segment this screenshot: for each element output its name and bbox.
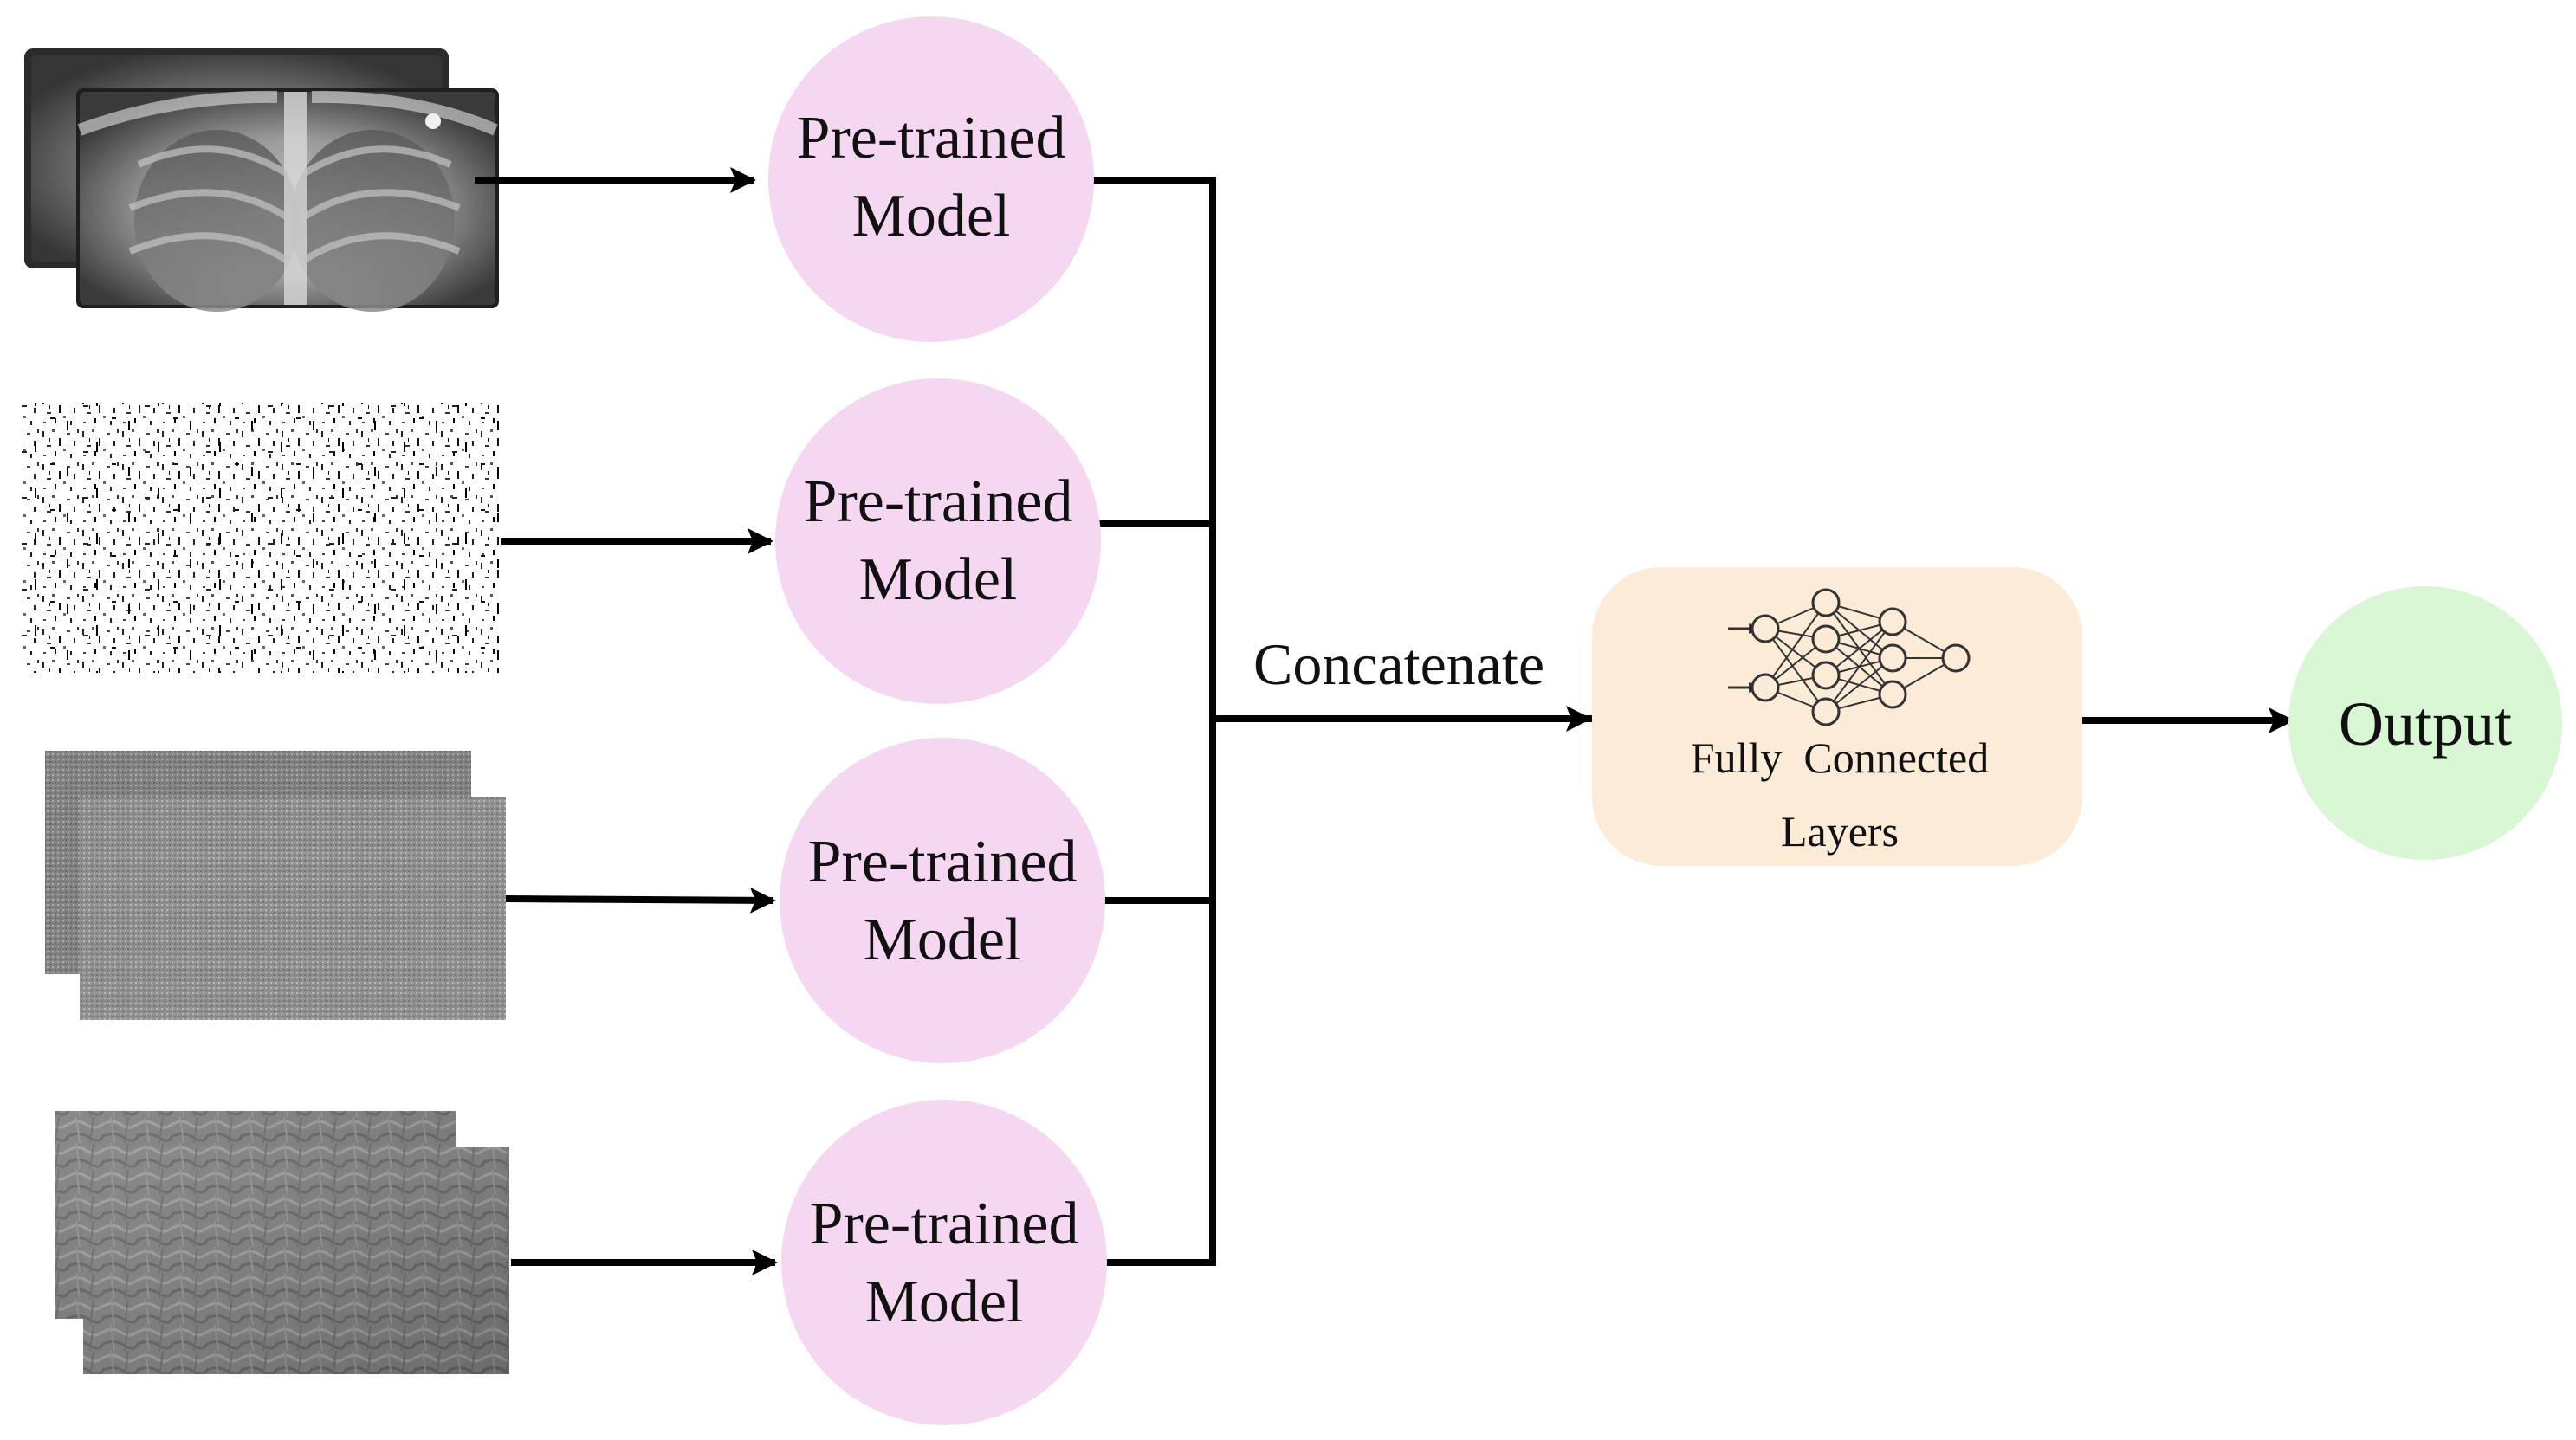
model-label-line2: Model [859, 546, 1018, 613]
pretrained-model-2: Pre-trained Model [775, 378, 1101, 704]
pretrained-model-4: Pre-trained Model [781, 1100, 1107, 1425]
fc-label-line2: Layers [1781, 807, 1899, 856]
arrow-input-3 [505, 887, 776, 914]
input-image-fine-texture [45, 751, 506, 1020]
input-image-xray [24, 48, 499, 312]
input-arrows [475, 167, 778, 1275]
model-label-line1: Pre-trained [797, 105, 1066, 171]
model-label-line2: Model [864, 907, 1022, 973]
input-image-coarse-texture [55, 1111, 509, 1374]
model-label-line1: Pre-trained [810, 1191, 1079, 1257]
concatenate-connectors [1088, 177, 1593, 1266]
model-label-line2: Model [852, 183, 1011, 249]
pretrained-model-3: Pre-trained Model [780, 738, 1105, 1063]
model-label-line1: Pre-trained [804, 468, 1073, 535]
concatenate-label: Concatenate [1253, 631, 1544, 697]
fc-label-line1: Fully Connected [1691, 733, 1989, 782]
pretrained-model-1: Pre-trained Model [768, 16, 1094, 342]
output-label: Output [2339, 689, 2512, 759]
input-image-sparse-noise [21, 403, 499, 673]
model-label-line1: Pre-trained [808, 829, 1078, 895]
fully-connected-block: Fully Connected Layers [1592, 567, 2082, 866]
neural-network-icon [1728, 588, 1971, 726]
model-label-line2: Model [865, 1269, 1024, 1335]
output-node: Output [2288, 586, 2562, 860]
